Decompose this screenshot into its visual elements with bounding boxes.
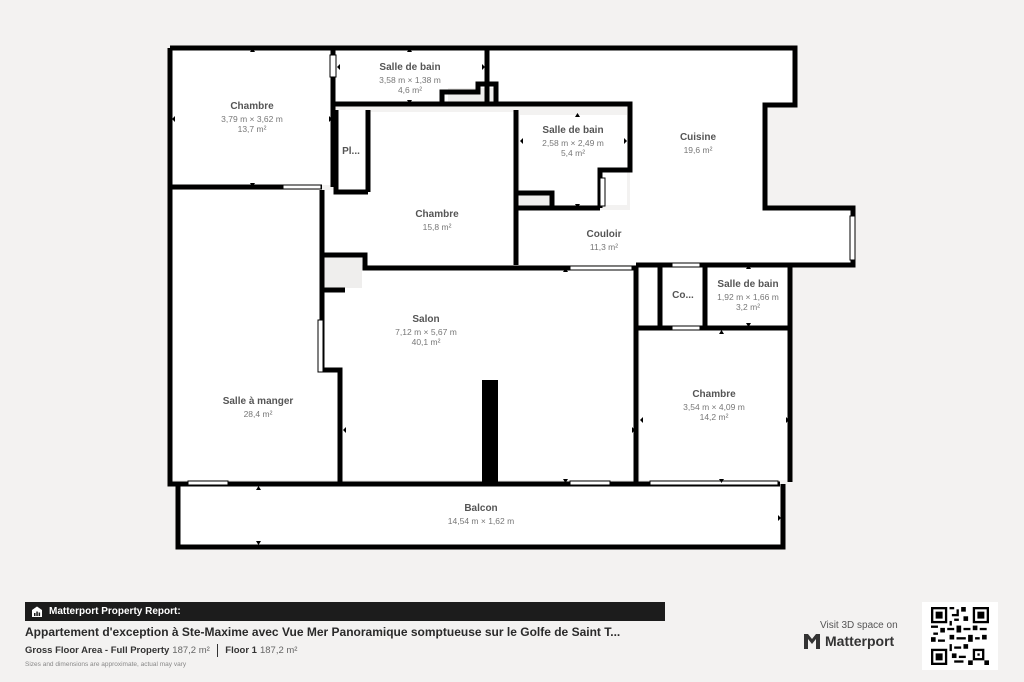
room-cuisine: Cuisine 19,6 m² <box>680 132 716 155</box>
room-dimensions: 3,58 m × 1,38 m <box>379 74 441 85</box>
room-name: Salle de bain <box>542 125 604 136</box>
room-name: Salle de bain <box>717 279 779 290</box>
matterport-logo[interactable]: Matterport <box>804 633 894 649</box>
room-area: 5,4 m² <box>560 148 586 159</box>
room-chambre-1: Chambre 3,79 m × 3,62 m 13,7 m² <box>221 101 283 135</box>
matterport-mark-icon <box>804 633 820 649</box>
room-area: 13,7 m² <box>237 124 267 135</box>
divider <box>216 644 219 657</box>
room-salon: Salon 7,12 m × 5,67 m 40,1 m² <box>395 314 457 348</box>
room-name: Pl... <box>342 146 360 157</box>
room-couloir: Couloir 11,3 m² <box>587 229 622 252</box>
room-name: Co... <box>672 290 694 301</box>
qr-code-icon <box>931 607 989 665</box>
room-name: Salle à manger <box>222 396 294 407</box>
room-dimensions: 3,79 m × 3,62 m <box>221 113 283 124</box>
room-salle-de-bain-1: Salle de bain 3,58 m × 1,38 m 4,6 m² <box>379 62 441 96</box>
room-name: Chambre <box>230 101 274 112</box>
visit-3d-text: Visit 3D space on <box>820 620 898 631</box>
room-name: Chambre <box>415 209 459 220</box>
gross-area-label: Gross Floor Area - Full Property <box>25 645 170 656</box>
room-area: 19,6 m² <box>683 144 713 155</box>
room-dimensions: 7,12 m × 5,67 m <box>395 326 457 337</box>
room-area: 28,4 m² <box>243 408 273 419</box>
room-dimensions: 3,54 m × 4,09 m <box>683 401 745 412</box>
room-salle-de-bain-3: Salle de bain 1,92 m × 1,66 m 3,2 m² <box>717 279 779 313</box>
room-area: 11,3 m² <box>589 241 619 252</box>
room-area: 14,2 m² <box>699 412 729 423</box>
matterport-brand: Matterport <box>825 633 895 649</box>
room-balcon: Balcon 14,54 m × 1,62 m <box>448 503 514 526</box>
property-title: Appartement d'exception à Ste-Maxime ave… <box>25 625 621 639</box>
room-salle-a-manger: Salle à manger 28,4 m² <box>223 396 294 419</box>
room-co: Co... <box>672 290 694 303</box>
report-header-bar: Matterport Property Report: <box>25 602 665 621</box>
room-name: Salon <box>412 314 440 325</box>
room-chambre-2: Chambre 15,8 m² <box>415 209 458 232</box>
room-area: 40,1 m² <box>411 337 441 348</box>
room-name: Chambre <box>692 389 736 400</box>
qr-code[interactable] <box>922 602 998 670</box>
report-label: Matterport Property Report: <box>49 606 181 617</box>
room-placard: Pl... <box>342 146 360 159</box>
room-dimensions: 14,54 m × 1,62 m <box>447 515 515 526</box>
room-area: 15,8 m² <box>422 221 452 232</box>
room-name: Balcon <box>464 503 498 514</box>
floor-label: Floor 1 <box>225 645 257 656</box>
room-salle-de-bain-2: Salle de bain 2,58 m × 2,49 m 5,4 m² <box>542 125 604 159</box>
disclaimer: Sizes and dimensions are approximate, ac… <box>25 661 187 668</box>
room-chambre-3: Chambre 3,54 m × 4,09 m 14,2 m² <box>683 389 745 423</box>
building-chart-icon <box>32 606 42 617</box>
room-name: Salle de bain <box>379 62 441 73</box>
room-name: Couloir <box>586 229 622 240</box>
room-area: 3,2 m² <box>735 302 761 313</box>
floorplan-drawing <box>167 45 856 550</box>
room-name: Cuisine <box>679 132 717 143</box>
room-dimensions: 1,92 m × 1,66 m <box>717 291 779 302</box>
room-dimensions: 2,58 m × 2,49 m <box>542 137 604 148</box>
floor-area-value: 187,2 m² <box>259 645 298 656</box>
room-area: 4,6 m² <box>397 85 423 96</box>
gross-area-value: 187,2 m² <box>172 645 210 656</box>
floor-area-summary: Gross Floor Area - Full Property 187,2 m… <box>25 644 297 657</box>
